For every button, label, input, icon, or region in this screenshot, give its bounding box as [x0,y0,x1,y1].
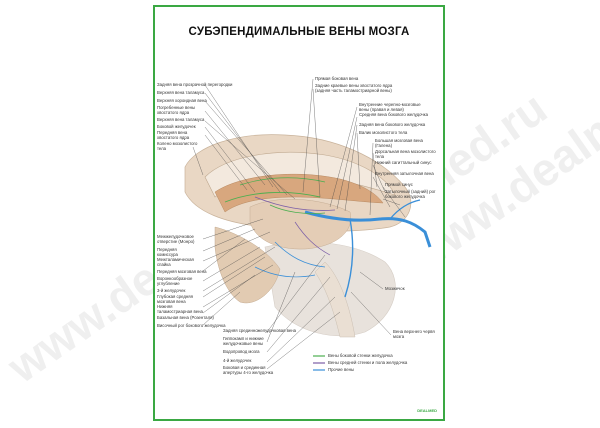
label-infundibular-recess: Воронкообразное углубление [157,276,193,286]
label-inferior-thalamostriate-vein: Нижняя таламостриарная вена [157,304,203,314]
label-superior-vermian-vein: Вена верхнего червя мозга [393,329,435,339]
label-basal-vein-rosenthal: Базальная вена (Розенталя) [157,315,214,320]
label-interthalamic-adhesion: Межталамическая спайка [157,257,194,267]
legend-lateral-wall-veins: Вены боковой стенки желудочка [328,353,393,358]
label-third-ventricle: 3-й желудочек [157,288,186,293]
label-deep-middle-cerebral-vein: Глубокая средняя мозговая вена [157,294,193,304]
label-posterior-septal-vein: Задняя вена прозрачной перегородки [157,82,233,87]
label-direct-lateral-vein: Прямая боковая вена [315,76,359,81]
label-superior-choroid-vein: Верхняя хороидная вена [157,98,207,103]
label-hippocampus-inferior-ventricular: Гиппокамп и нижние желудочковые вены [223,336,264,346]
label-internal-occipital-vein: Внутренняя затылочная вена [375,171,434,176]
label-inferior-sagittal-sinus: Нижний сагиттальный синус [375,160,432,165]
label-posterior-lateral-ventricle-vein: Задняя вена бокового желудочка [359,122,426,127]
label-posterior-caudate-veins: Задние краевые вены хвостатого ядра (зад… [315,83,393,93]
label-straight-sinus: Прямой синус [385,182,413,187]
label-caudate-veins: Погребенные вены хвостатого ядра [157,105,196,115]
poster: СУБЭПЕНДИМАЛЬНЫЕ ВЕНЫ МОЗГА [153,5,445,421]
label-genu-corpus-callosum: Колено мозолистого тела [157,141,198,151]
label-middle-lateral-ventricle-vein: Средняя вена бокового желудочка [359,112,428,117]
label-superior-thalamic-vein-2: Верхняя вена таламуса [157,117,205,122]
label-foramen-monro: Межжелудочковое отверстие (Монро) [157,234,195,244]
label-occipital-horn: Затылочный (задний) рог бокового желудоч… [385,189,436,199]
poster-title: СУБЭПЕНДИМАЛЬНЫЕ ВЕНЫ МОЗГА [188,26,410,38]
label-anterior-commissure: Передняя комиссура [157,247,178,257]
label-temporal-horn: Височный рог бокового желудочка [157,323,226,328]
label-anterior-caudate-vein: Передняя вена хвостатого ядра [157,130,190,140]
legend-medial-wall-veins: Вены средней стенки и пола желудочка [328,360,408,365]
label-lateral-ventricle: Боковой желудочек [157,124,196,129]
publisher-logo: DEALMED [417,408,437,413]
label-cerebellum: Мозжечок [385,286,405,291]
label-dorsal-callosal-vein: Дорсальная вена мозолистого тела [375,149,436,159]
brain-illustration [184,78,432,371]
label-fourth-ventricle: 4-й желудочек [223,358,252,363]
label-splenium: Валик мозолистого тела [359,130,408,135]
legend-other-veins: Прочие вены [328,367,355,372]
label-anterior-cerebral-vein: Передняя мозговая вена [157,269,207,274]
label-aqueduct: Водопровод мозга [223,349,260,354]
label-internal-cerebral-veins: Внутренние черепно-мозговые вены (правая… [359,102,421,112]
label-superior-thalamic-vein: Верхняя вена таламуса [157,90,205,95]
label-apertures-fourth-ventricle: Боковая и срединная апертуры 4-го желудо… [223,365,274,375]
label-posterior-median-ventricular-vein: Задняя срединножелудочковая вена [223,328,297,333]
label-great-cerebral-vein: Большая мозговая вена (Галена) [375,138,423,148]
